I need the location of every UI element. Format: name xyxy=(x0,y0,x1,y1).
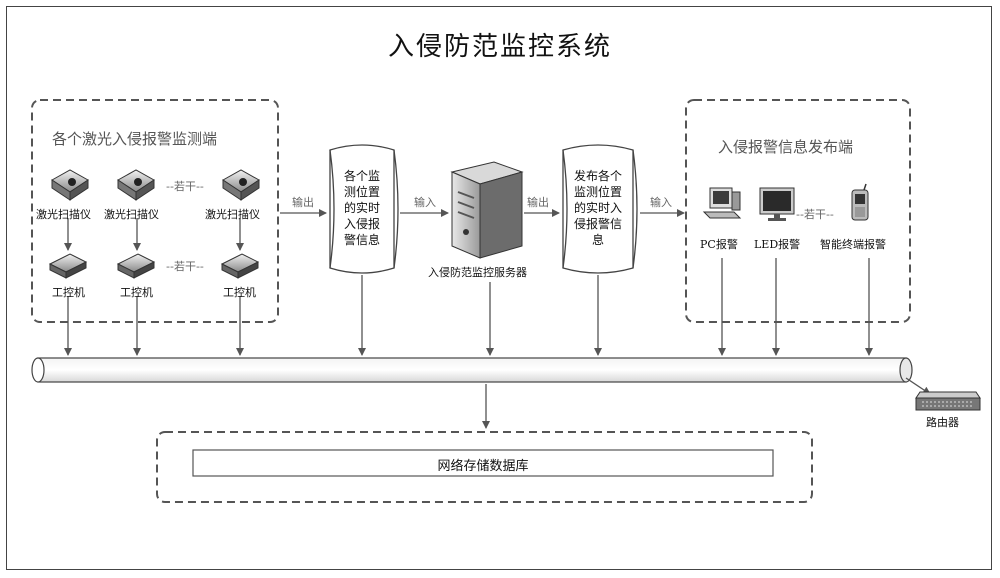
pc-alarm-icon xyxy=(702,187,742,219)
cylinder1-line: 入侵报 xyxy=(343,217,380,231)
scanner-label: 激光扫描仪 xyxy=(36,208,91,221)
server-icon xyxy=(450,161,524,259)
router-label: 路由器 xyxy=(926,416,959,429)
scanner-label: 激光扫描仪 xyxy=(104,208,159,221)
output-label: 输出 xyxy=(527,196,549,209)
monitoring-group-title: 各个激光入侵报警监测端 xyxy=(52,130,218,148)
computer-label: 工控机 xyxy=(52,286,85,299)
ellipsis-label: --若干-- xyxy=(796,208,834,221)
publishing-group-title: 入侵报警信息发布端 xyxy=(718,138,854,156)
cylinder1-text: 各个监 测位置 的实时 入侵报 警信息 xyxy=(334,168,390,248)
cylinder2-line: 的实时入 xyxy=(573,201,622,215)
input-label: 输入 xyxy=(650,196,672,209)
publishing-group-box xyxy=(685,99,911,323)
cylinder2-text: 发布各个 监测位置 的实时入 侵报警信 息 xyxy=(566,168,630,248)
industrial-computer-icon xyxy=(48,253,88,279)
pc-alarm-label: PC报警 xyxy=(700,238,738,251)
laser-scanner-icon xyxy=(222,169,260,201)
cylinder1-line: 的实时 xyxy=(343,201,380,215)
publish-alarm-info-cylinder xyxy=(562,144,638,274)
cylinder2-line: 发布各个 xyxy=(573,169,622,183)
router-icon xyxy=(915,391,981,411)
cylinder2-line: 监测位置 xyxy=(573,185,622,199)
cylinder1-line: 各个监 xyxy=(343,169,380,183)
industrial-computer-icon xyxy=(116,253,156,279)
monitoring-group-box xyxy=(31,99,279,323)
server-label: 入侵防范监控服务器 xyxy=(428,266,527,279)
output-label: 输出 xyxy=(292,196,314,209)
scanner-label: 激光扫描仪 xyxy=(205,208,260,221)
industrial-computer-icon xyxy=(220,253,260,279)
computer-label: 工控机 xyxy=(120,286,153,299)
cylinder2-line: 侵报警信 xyxy=(573,217,622,231)
laser-scanner-icon xyxy=(117,169,155,201)
input-label: 输入 xyxy=(414,196,436,209)
mobile-alarm-label: 智能终端报警 xyxy=(820,238,886,251)
cylinder1-line: 测位置 xyxy=(343,185,380,199)
diagram-title: 入侵防范监控系统 xyxy=(387,32,612,62)
laser-scanner-icon xyxy=(51,169,89,201)
realtime-alarm-info-cylinder xyxy=(329,144,399,274)
led-alarm-icon xyxy=(759,187,795,221)
database-label: 网络存储数据库 xyxy=(437,459,529,474)
computer-label: 工控机 xyxy=(223,286,256,299)
ellipsis-label: --若干-- xyxy=(166,260,204,273)
mobile-terminal-icon xyxy=(851,183,869,221)
diagram-frame xyxy=(6,6,992,570)
database-bar xyxy=(192,449,774,477)
cylinder1-line: 警信息 xyxy=(343,233,380,247)
cylinder2-line: 息 xyxy=(591,233,604,247)
database-group-box xyxy=(156,431,813,503)
led-alarm-label: LED报警 xyxy=(754,238,801,251)
ellipsis-label: --若干-- xyxy=(166,180,204,193)
network-bus xyxy=(31,357,913,383)
